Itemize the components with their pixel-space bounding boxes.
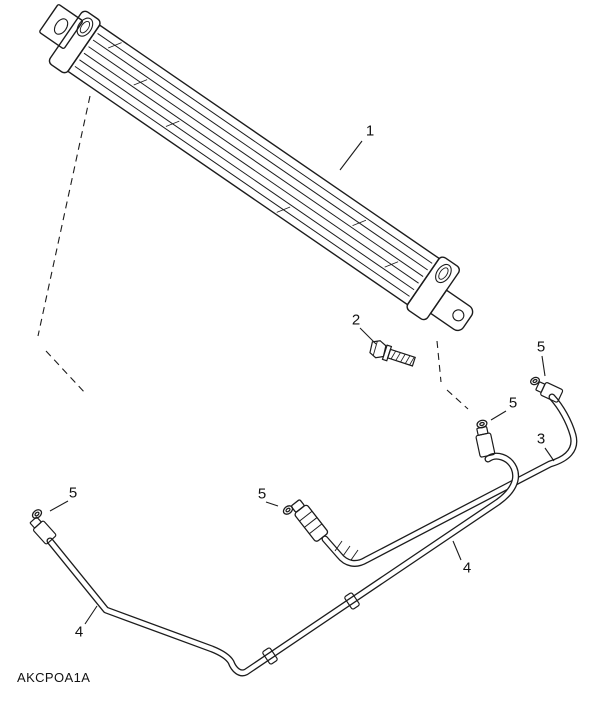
upper-pipe-3 xyxy=(321,393,578,567)
part-label-3: 3 xyxy=(536,430,546,448)
hose-end-nipple xyxy=(290,499,305,513)
cooler-right-bracket xyxy=(429,289,474,332)
figure-code: AKCPOA1A xyxy=(17,670,91,685)
part-label-4-left: 4 xyxy=(74,623,84,641)
leader-2 xyxy=(359,327,377,345)
bolt xyxy=(369,340,416,367)
cooler-fins xyxy=(74,33,433,297)
hose-braid-marks xyxy=(334,540,359,561)
leader-1 xyxy=(339,140,363,171)
bolt-threads xyxy=(390,350,415,366)
leader-lines xyxy=(49,140,555,625)
bolt-head xyxy=(369,340,387,359)
part-label-5-top-right: 5 xyxy=(536,338,546,356)
leader-4-left xyxy=(84,605,98,625)
pipe-end-fitting-left xyxy=(29,516,57,545)
o-ring-top-right xyxy=(530,376,540,386)
pipe-end-fitting-top-right xyxy=(535,381,564,403)
part-label-5-left: 5 xyxy=(68,484,78,502)
part-label-2: 2 xyxy=(351,311,361,329)
leader-5-hose xyxy=(265,501,279,507)
part-label-4-right: 4 xyxy=(462,559,472,577)
cooler-left-bracket-hole xyxy=(53,18,69,35)
oil-cooler xyxy=(39,4,474,332)
leader-5-left xyxy=(49,500,69,512)
cooler-right-bracket-hole xyxy=(452,309,465,322)
leader-4-right xyxy=(452,540,462,561)
o-rings xyxy=(31,376,540,519)
part-label-1: 1 xyxy=(365,122,375,140)
leader-5-top-right xyxy=(541,355,546,377)
lower-pipe-4 xyxy=(46,452,520,677)
o-ring-hose-end xyxy=(282,505,294,515)
pipe-union xyxy=(262,647,278,665)
leader-5-right xyxy=(490,410,507,421)
hose-end-fitting xyxy=(290,499,329,542)
cooler-left-bracket xyxy=(39,4,83,49)
cooler-left-tank xyxy=(48,10,101,74)
cooler-hatching xyxy=(108,42,399,268)
cooler-right-tank xyxy=(406,256,460,321)
o-ring-right xyxy=(476,419,488,429)
bolt-shaft xyxy=(386,348,416,367)
pipe-end-fitting-right xyxy=(475,426,496,458)
pipe-union xyxy=(344,592,360,610)
part-label-5-right: 5 xyxy=(508,394,518,412)
alignment-dashed-lines xyxy=(37,95,469,410)
part-label-5-hose: 5 xyxy=(257,485,267,503)
cooler-core xyxy=(66,24,441,306)
o-ring-left xyxy=(31,509,43,519)
leader-3 xyxy=(544,447,555,462)
